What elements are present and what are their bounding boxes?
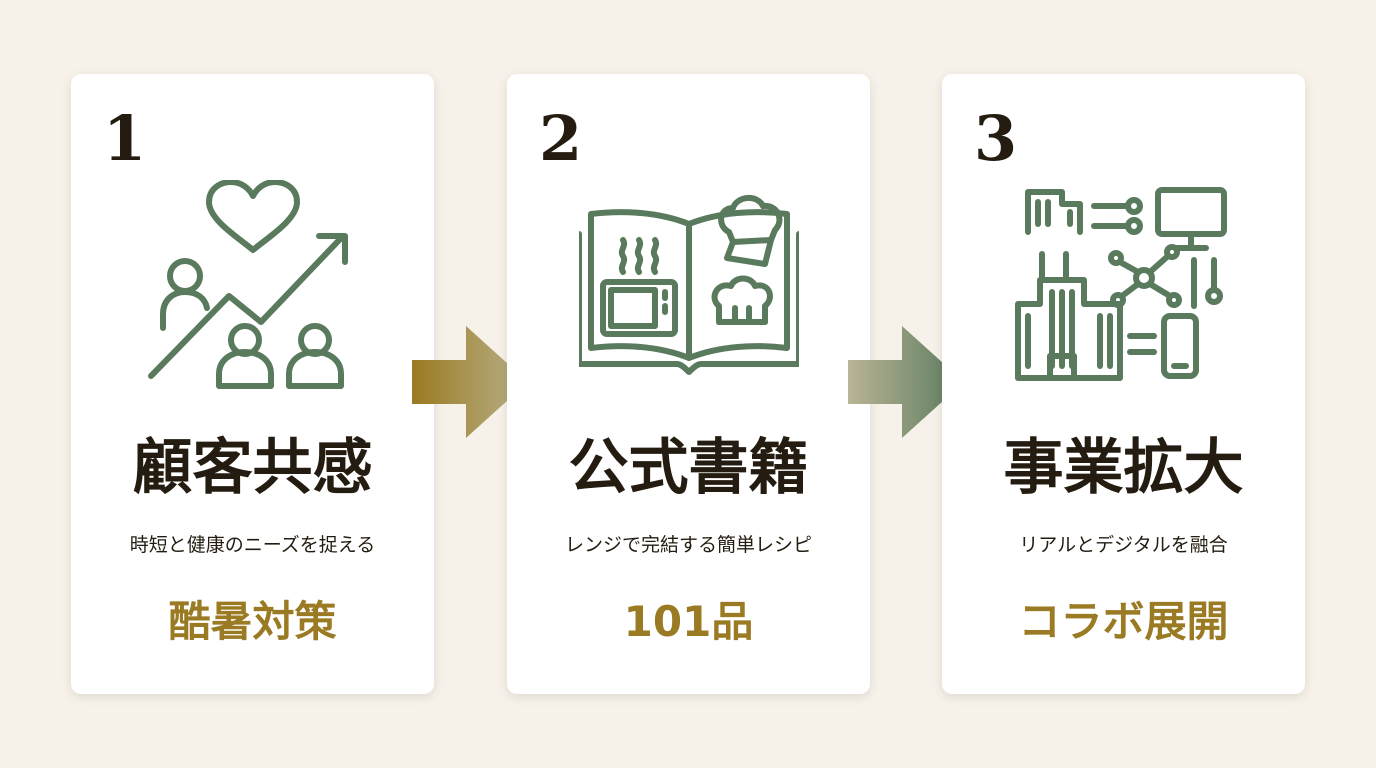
card-title: 顧客共感 [132, 433, 373, 503]
step-number: 2 [539, 102, 583, 175]
card-description: リアルとデジタルを融合 [1019, 534, 1228, 556]
card-highlight: 101品 [623, 597, 754, 646]
flow-arrow-icon [846, 322, 966, 442]
recipe-book-icon [579, 180, 799, 400]
card-title: 事業拡大 [1003, 433, 1244, 503]
step-number: 1 [103, 102, 147, 175]
card-description: 時短と健康のニーズを捉える [129, 534, 376, 556]
customer-empathy-icon [143, 180, 363, 400]
step-number: 3 [974, 102, 1018, 175]
card-title: 公式書籍 [568, 433, 809, 503]
business-network-icon [1014, 180, 1234, 400]
step-card-3: 3 [942, 74, 1305, 694]
card-highlight: 酷暑対策 [168, 597, 337, 646]
step-card-1: 1 顧客共感 時短と健康のニーズを捉える 酷暑対策 [71, 74, 434, 694]
card-highlight: コラボ展開 [1018, 597, 1229, 646]
step-card-2: 2 公式書籍 レンジで完結する簡単レシピ 101品 [507, 74, 870, 694]
card-description: レンジで完結する簡単レシピ [564, 534, 812, 556]
flow-arrow-icon [410, 322, 530, 442]
